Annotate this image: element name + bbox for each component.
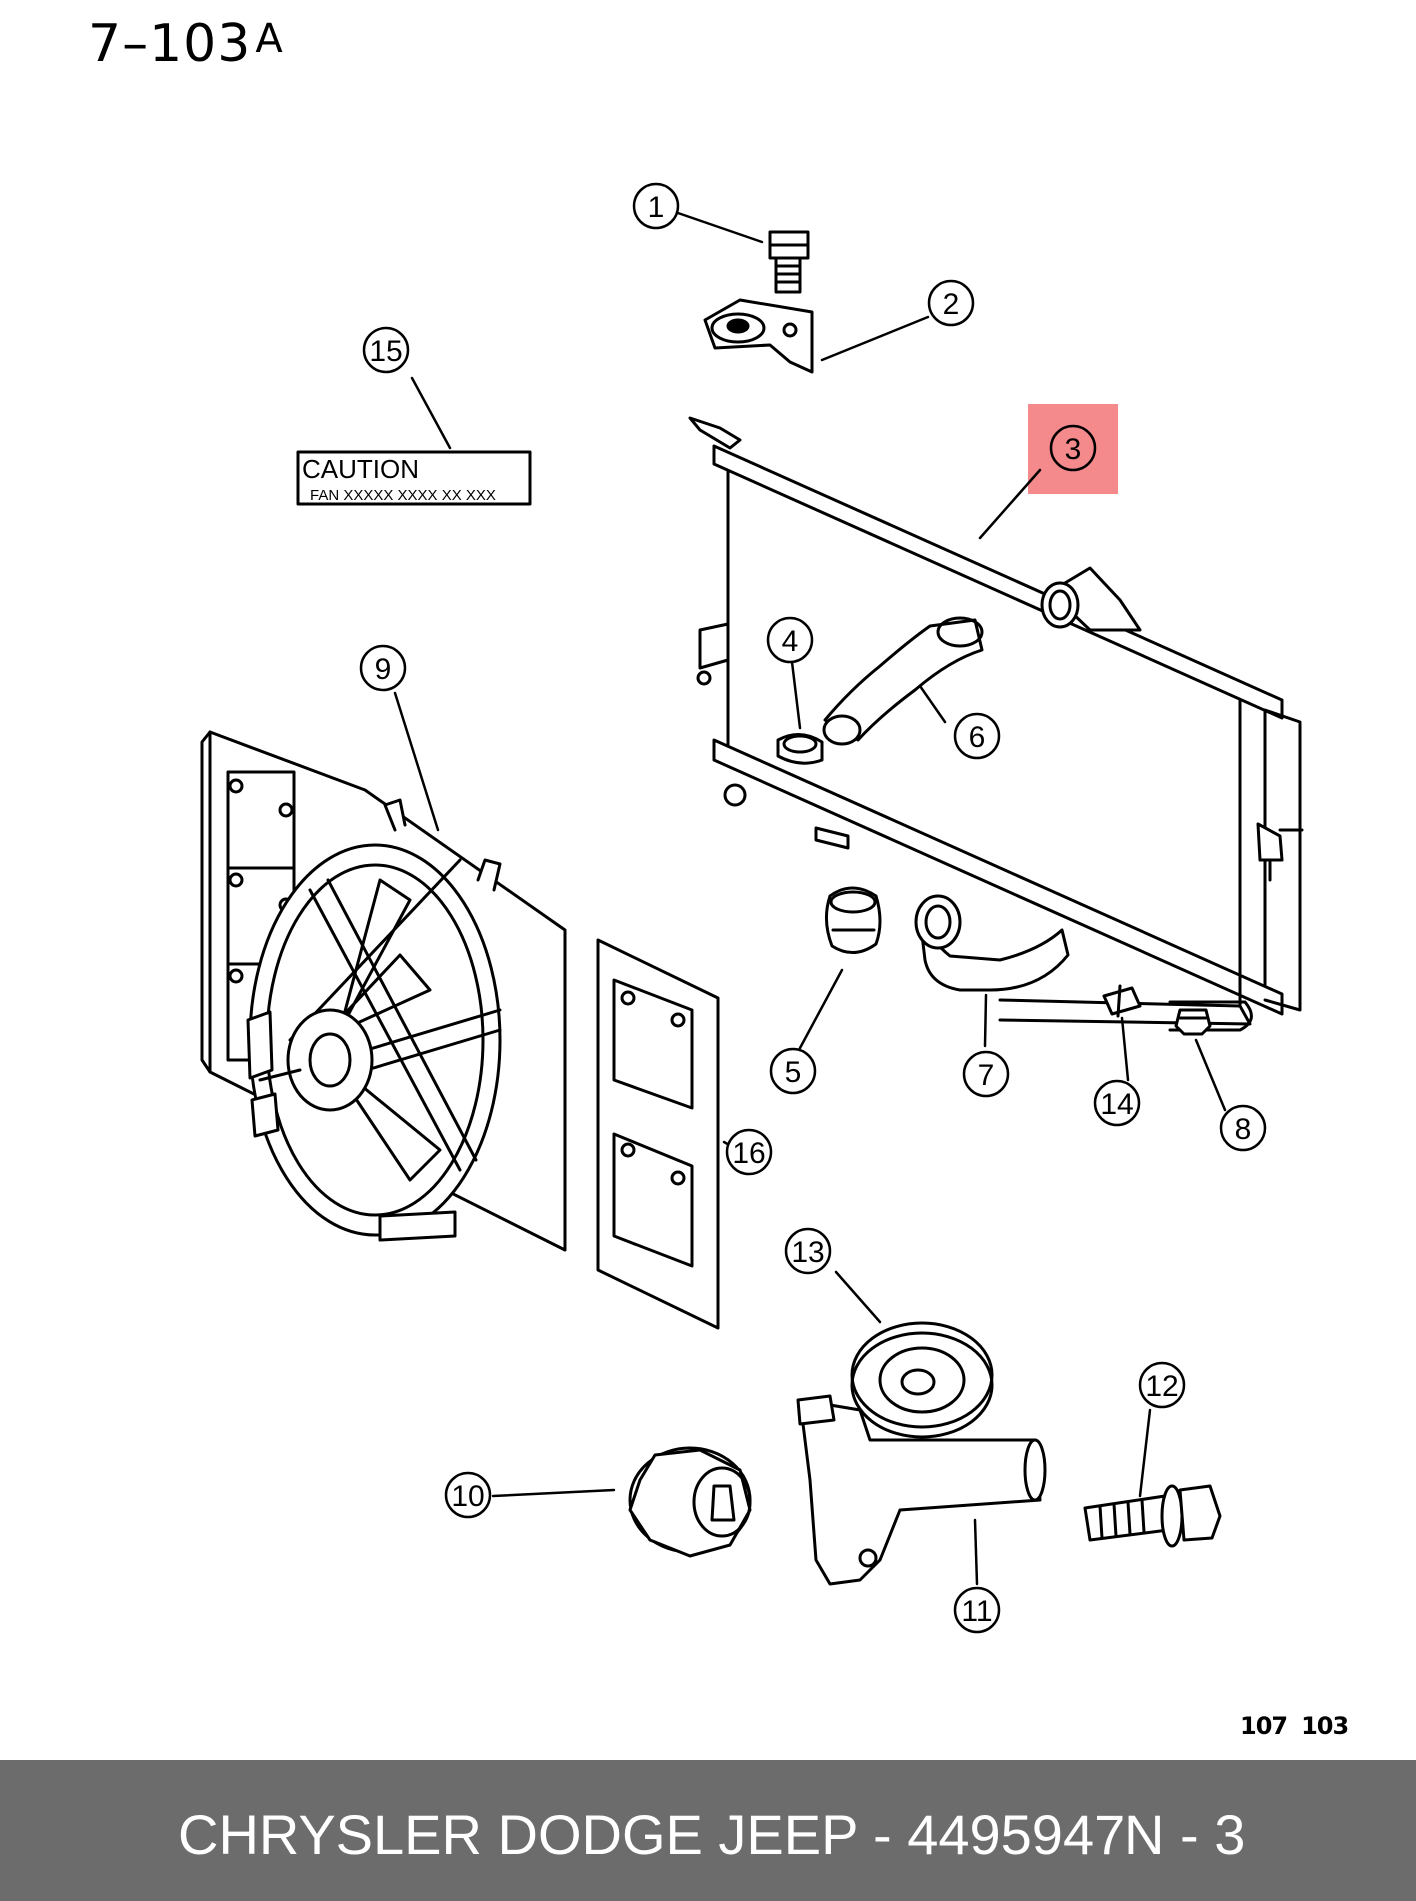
figure-code-part-1: 107 xyxy=(1240,1712,1288,1740)
caution-text: FAN XXXXX XXXX XX XXX xyxy=(310,487,496,504)
page-code-number: 7–103 xyxy=(88,14,252,74)
callout-11: 11 xyxy=(953,1586,1001,1634)
callout-1: 1 xyxy=(632,182,680,230)
bolt-part-12 xyxy=(1083,1484,1222,1548)
callout-bubbles: 1 2 3 4 5 6 7 8 9 10 11 12 13 14 15 16 xyxy=(359,182,1267,1634)
callout-6-label: 6 xyxy=(969,721,986,754)
callout-3: 3 xyxy=(1049,424,1097,472)
callout-3-label: 3 xyxy=(1065,433,1082,466)
lower-hose-part-7 xyxy=(914,894,1070,992)
radiator-exploded-diagram: CAUTION FAN XXXXX XXXX XX XXX xyxy=(200,182,1304,1634)
thermostat-housing-part-11 xyxy=(796,1394,1047,1586)
callout-15: 15 xyxy=(362,326,410,374)
callout-2: 2 xyxy=(927,279,975,327)
hose-clamp-part-4 xyxy=(776,733,824,765)
callout-2-label: 2 xyxy=(943,288,960,321)
figure-code: 107 103 xyxy=(1240,1712,1349,1740)
callout-7-label: 7 xyxy=(978,1059,995,1092)
callout-5: 5 xyxy=(769,1047,817,1095)
seal-part-16 xyxy=(596,938,720,1330)
callout-12: 12 xyxy=(1138,1361,1186,1409)
grommet-part-8 xyxy=(1174,1008,1212,1036)
thermostat-part-10 xyxy=(628,1446,752,1558)
callout-3-highlight xyxy=(1028,404,1118,494)
fan-shroud-part-9 xyxy=(200,730,567,1252)
callout-13: 13 xyxy=(784,1227,832,1275)
callout-16-label: 16 xyxy=(732,1137,765,1170)
callout-4-label: 4 xyxy=(782,625,799,658)
callout-10-label: 10 xyxy=(451,1480,484,1513)
caution-label-part-15: CAUTION FAN XXXXX XXXX XX XXX xyxy=(296,450,532,506)
leader-lines xyxy=(393,211,1227,1586)
callout-5-label: 5 xyxy=(785,1056,802,1089)
page-code-suffix: A xyxy=(255,16,284,62)
callout-6: 6 xyxy=(953,712,1001,760)
callout-15-label: 15 xyxy=(369,335,402,368)
callout-16: 16 xyxy=(725,1128,773,1176)
pressure-cap-part-13 xyxy=(850,1321,994,1439)
callout-12-label: 12 xyxy=(1145,1370,1178,1403)
callout-8-label: 8 xyxy=(1235,1113,1252,1146)
callout-9-label: 9 xyxy=(375,653,392,686)
callout-8: 8 xyxy=(1219,1104,1267,1152)
callout-14-label: 14 xyxy=(1100,1088,1133,1121)
hose-clamp-part-5 xyxy=(825,886,882,954)
callout-7: 7 xyxy=(962,1050,1010,1098)
figure-code-part-2: 103 xyxy=(1301,1712,1349,1740)
callout-10: 10 xyxy=(444,1471,492,1519)
footer-bar: CHRYSLER DODGE JEEP - 4495947 N - 3 xyxy=(0,1760,1416,1901)
callout-9: 9 xyxy=(359,644,407,692)
callout-14: 14 xyxy=(1093,1079,1141,1127)
bolt-part-1 xyxy=(768,230,810,294)
callout-13-label: 13 xyxy=(791,1236,824,1269)
callout-1-label: 1 xyxy=(648,191,665,224)
callout-4: 4 xyxy=(766,616,814,664)
clip-part-14 xyxy=(1102,984,1142,1018)
bracket-part-2 xyxy=(703,298,814,374)
footer-page-number: N - 3 xyxy=(1124,1803,1246,1866)
callout-11-label: 11 xyxy=(961,1595,992,1628)
caution-title: CAUTION xyxy=(302,454,419,484)
upper-hose-part-6 xyxy=(822,616,984,746)
footer-part-number: CHRYSLER DODGE JEEP - 4495947 xyxy=(178,1803,1126,1866)
